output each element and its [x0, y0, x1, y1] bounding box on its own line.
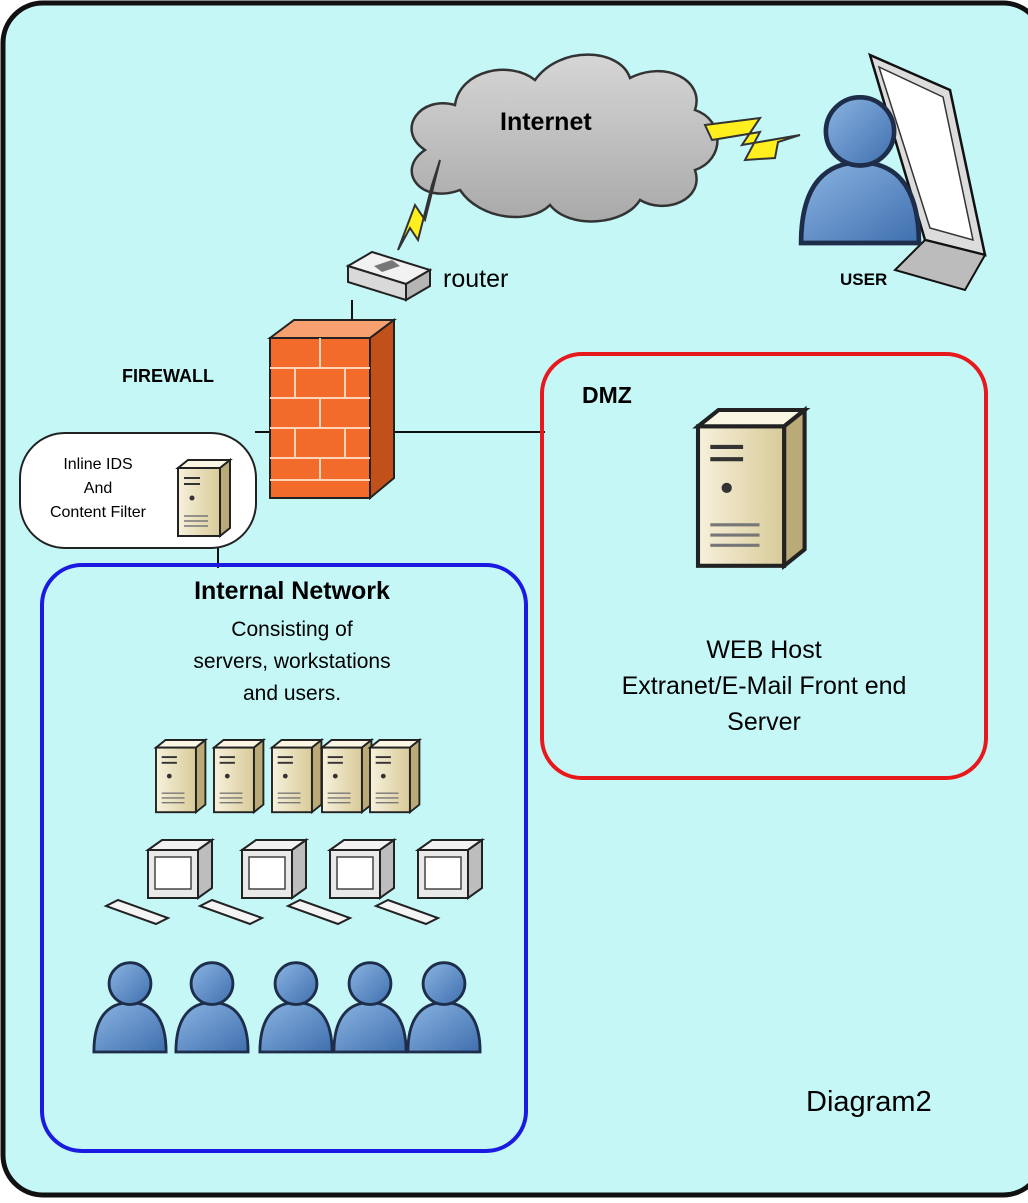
router-label: router [443, 265, 509, 293]
firewall-icon [267, 318, 397, 501]
lightning-icon [397, 159, 441, 251]
server-icon [698, 410, 805, 566]
firewall-label: FIREWALL [122, 366, 214, 386]
internet-label: Internet [500, 108, 592, 136]
dmz-line3: Server [727, 708, 801, 736]
dmz-line2: Extranet/E-Mail Front end [621, 672, 907, 700]
internal-line2: servers, workstations [193, 650, 391, 673]
ids-label-line1: Inline IDS [63, 456, 133, 473]
lightning-icon [703, 116, 801, 162]
internal-title: Internal Network [194, 577, 390, 605]
ids-label-line3: Content Filter [49, 504, 147, 521]
server-icon [213, 739, 265, 814]
router-icon [345, 250, 433, 302]
internal-line1: Consisting of [231, 618, 353, 641]
diagram-caption: Diagram2 [806, 1086, 932, 1118]
dmz-title: DMZ [582, 382, 632, 408]
cloud-icon [410, 53, 719, 223]
server-icon [369, 739, 421, 814]
server-icon [155, 739, 207, 814]
laptop-icon [868, 52, 987, 292]
server-icon [271, 739, 323, 814]
internal-line3: and users. [242, 682, 342, 705]
server-icon [321, 739, 373, 814]
dmz-box [540, 352, 988, 780]
dmz-line1: WEB Host [706, 636, 822, 664]
internal-network-box [40, 563, 528, 1153]
ids-label-line2: And [83, 480, 113, 497]
server-icon [177, 459, 231, 537]
user-label: USER [840, 270, 888, 289]
